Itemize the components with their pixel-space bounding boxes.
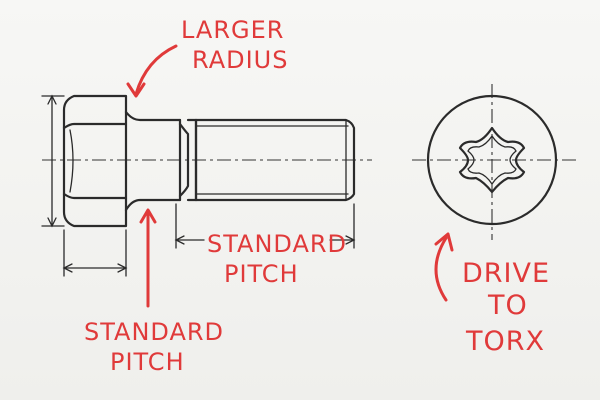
- annotation-standard-pitch-shank: STANDARD PITCH: [84, 208, 224, 376]
- annotation-larger-radius: LARGER RADIUS: [126, 16, 288, 98]
- torx-arrowhead: [434, 232, 454, 252]
- head-height-dimension: [41, 94, 65, 228]
- annotation-drive-to-torx: DRIVE TO TORX: [434, 232, 550, 357]
- bolt-head: [62, 94, 128, 228]
- bolt-side-view: [41, 94, 372, 277]
- head-outer-circle: [426, 94, 558, 226]
- torx-label-line-2: TO: [487, 290, 528, 321]
- torx-drive-icon: [458, 126, 526, 194]
- shank-pitch-arrowhead: [139, 208, 157, 224]
- torx-label-line-1: DRIVE: [462, 258, 550, 289]
- thread-pitch-label-line-1: STANDARD: [207, 230, 347, 258]
- thread-pitch-label-line-2: PITCH: [224, 260, 299, 288]
- bolt-shank: [124, 110, 198, 212]
- bolt-end-view: [412, 84, 580, 240]
- larger-radius-label-line-2: RADIUS: [192, 46, 288, 74]
- shank-pitch-label-line-1: STANDARD: [84, 318, 224, 346]
- annotation-standard-pitch-thread: STANDARD PITCH: [207, 230, 347, 288]
- head-width-dimension: [62, 229, 128, 277]
- shank-pitch-label-line-2: PITCH: [110, 348, 185, 376]
- larger-radius-label-line-1: LARGER: [181, 16, 284, 44]
- larger-radius-arrowhead: [126, 82, 146, 98]
- larger-radius-arrow: [134, 44, 178, 96]
- torx-label-line-3: TORX: [465, 326, 545, 357]
- thread-length-dimension: [174, 203, 356, 249]
- torx-arrow: [434, 236, 448, 302]
- bolt-thread: [194, 118, 356, 202]
